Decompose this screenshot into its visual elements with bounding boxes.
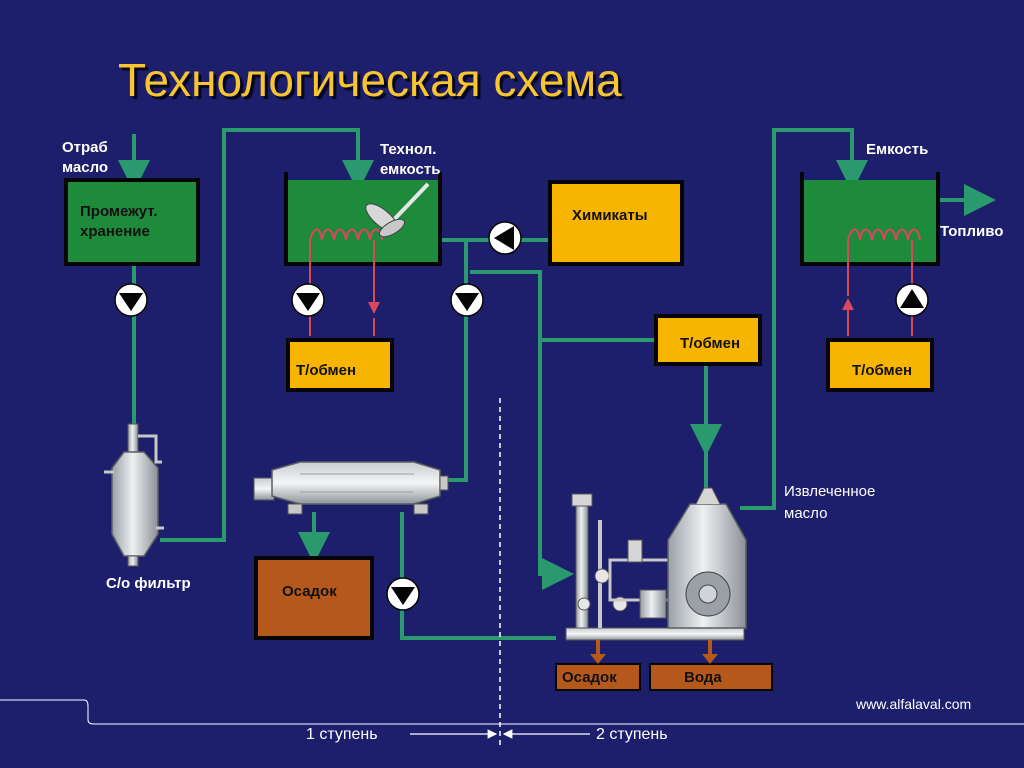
label-stage-2: 2 ступень [596,726,668,743]
label-recovered-oil-line-2: масло [784,505,828,522]
filter-vessel-icon [104,423,164,567]
website-url: www.alfalaval.com [856,696,972,712]
hx-middle-box [654,314,762,366]
process-tank [286,180,440,264]
storage-tank [802,180,938,264]
label-tank: Емкость [866,141,929,158]
heating-coil-icon [842,228,921,336]
buffer-storage-tank [64,178,200,266]
label-process-tank-line-2: емкость [380,161,441,178]
pump-icon [488,221,522,255]
pipe-decanter-liquid-return [400,512,556,640]
pump-icon [450,283,484,317]
label-process-tank-line-1: Технол. [380,141,437,158]
sludge-box [254,556,374,640]
separator-icon [565,487,747,641]
label-buffer-storage-line-1: Промежут. [80,203,158,220]
pipe-feed-to-separator [470,270,574,590]
pump-icon [386,577,420,611]
hx-right-box [826,338,934,392]
sludge-output-box [555,663,641,691]
pipe-recovered-oil [740,128,868,510]
label-fuel: Топливо [940,223,1004,240]
pump-icon [291,283,325,317]
footer-rule [0,699,1024,725]
separator-outlets [596,640,712,656]
label-hx-left: Т/обмен [296,362,357,379]
water-output-box [649,663,773,691]
pump-icon [114,283,148,317]
label-waste-oil-line-1: Отраб [62,139,108,156]
label-filter: С/о фильтр [106,575,191,592]
label-waste-oil-line-2: масло [62,159,109,176]
label-hx-right: Т/обмен [852,362,913,379]
hx-left-box [286,338,394,392]
label-sludge-main: Осадок [282,583,337,600]
pump-icon [895,283,929,317]
label-stage-1: 1 ступень [306,726,378,743]
agitator-icon [365,182,430,238]
pipe-tank-to-decanter [446,240,468,482]
label-hx-middle: Т/обмен [680,335,741,352]
label-buffer-storage-line-2: хранение [80,223,150,240]
slide-title: Технологическая схема [118,54,622,106]
pipe-filter-to-process-tank [160,128,374,542]
label-chemicals: Химикаты [572,207,648,224]
heating-coil-icon [309,228,383,336]
label-water-output: Вода [684,669,722,686]
label-recovered-oil-line-1: Извлеченное [784,483,876,500]
decanter-icon [253,461,449,515]
label-sludge-output: Осадок [562,669,617,686]
chemicals-box [548,180,684,266]
pipes [118,128,996,640]
